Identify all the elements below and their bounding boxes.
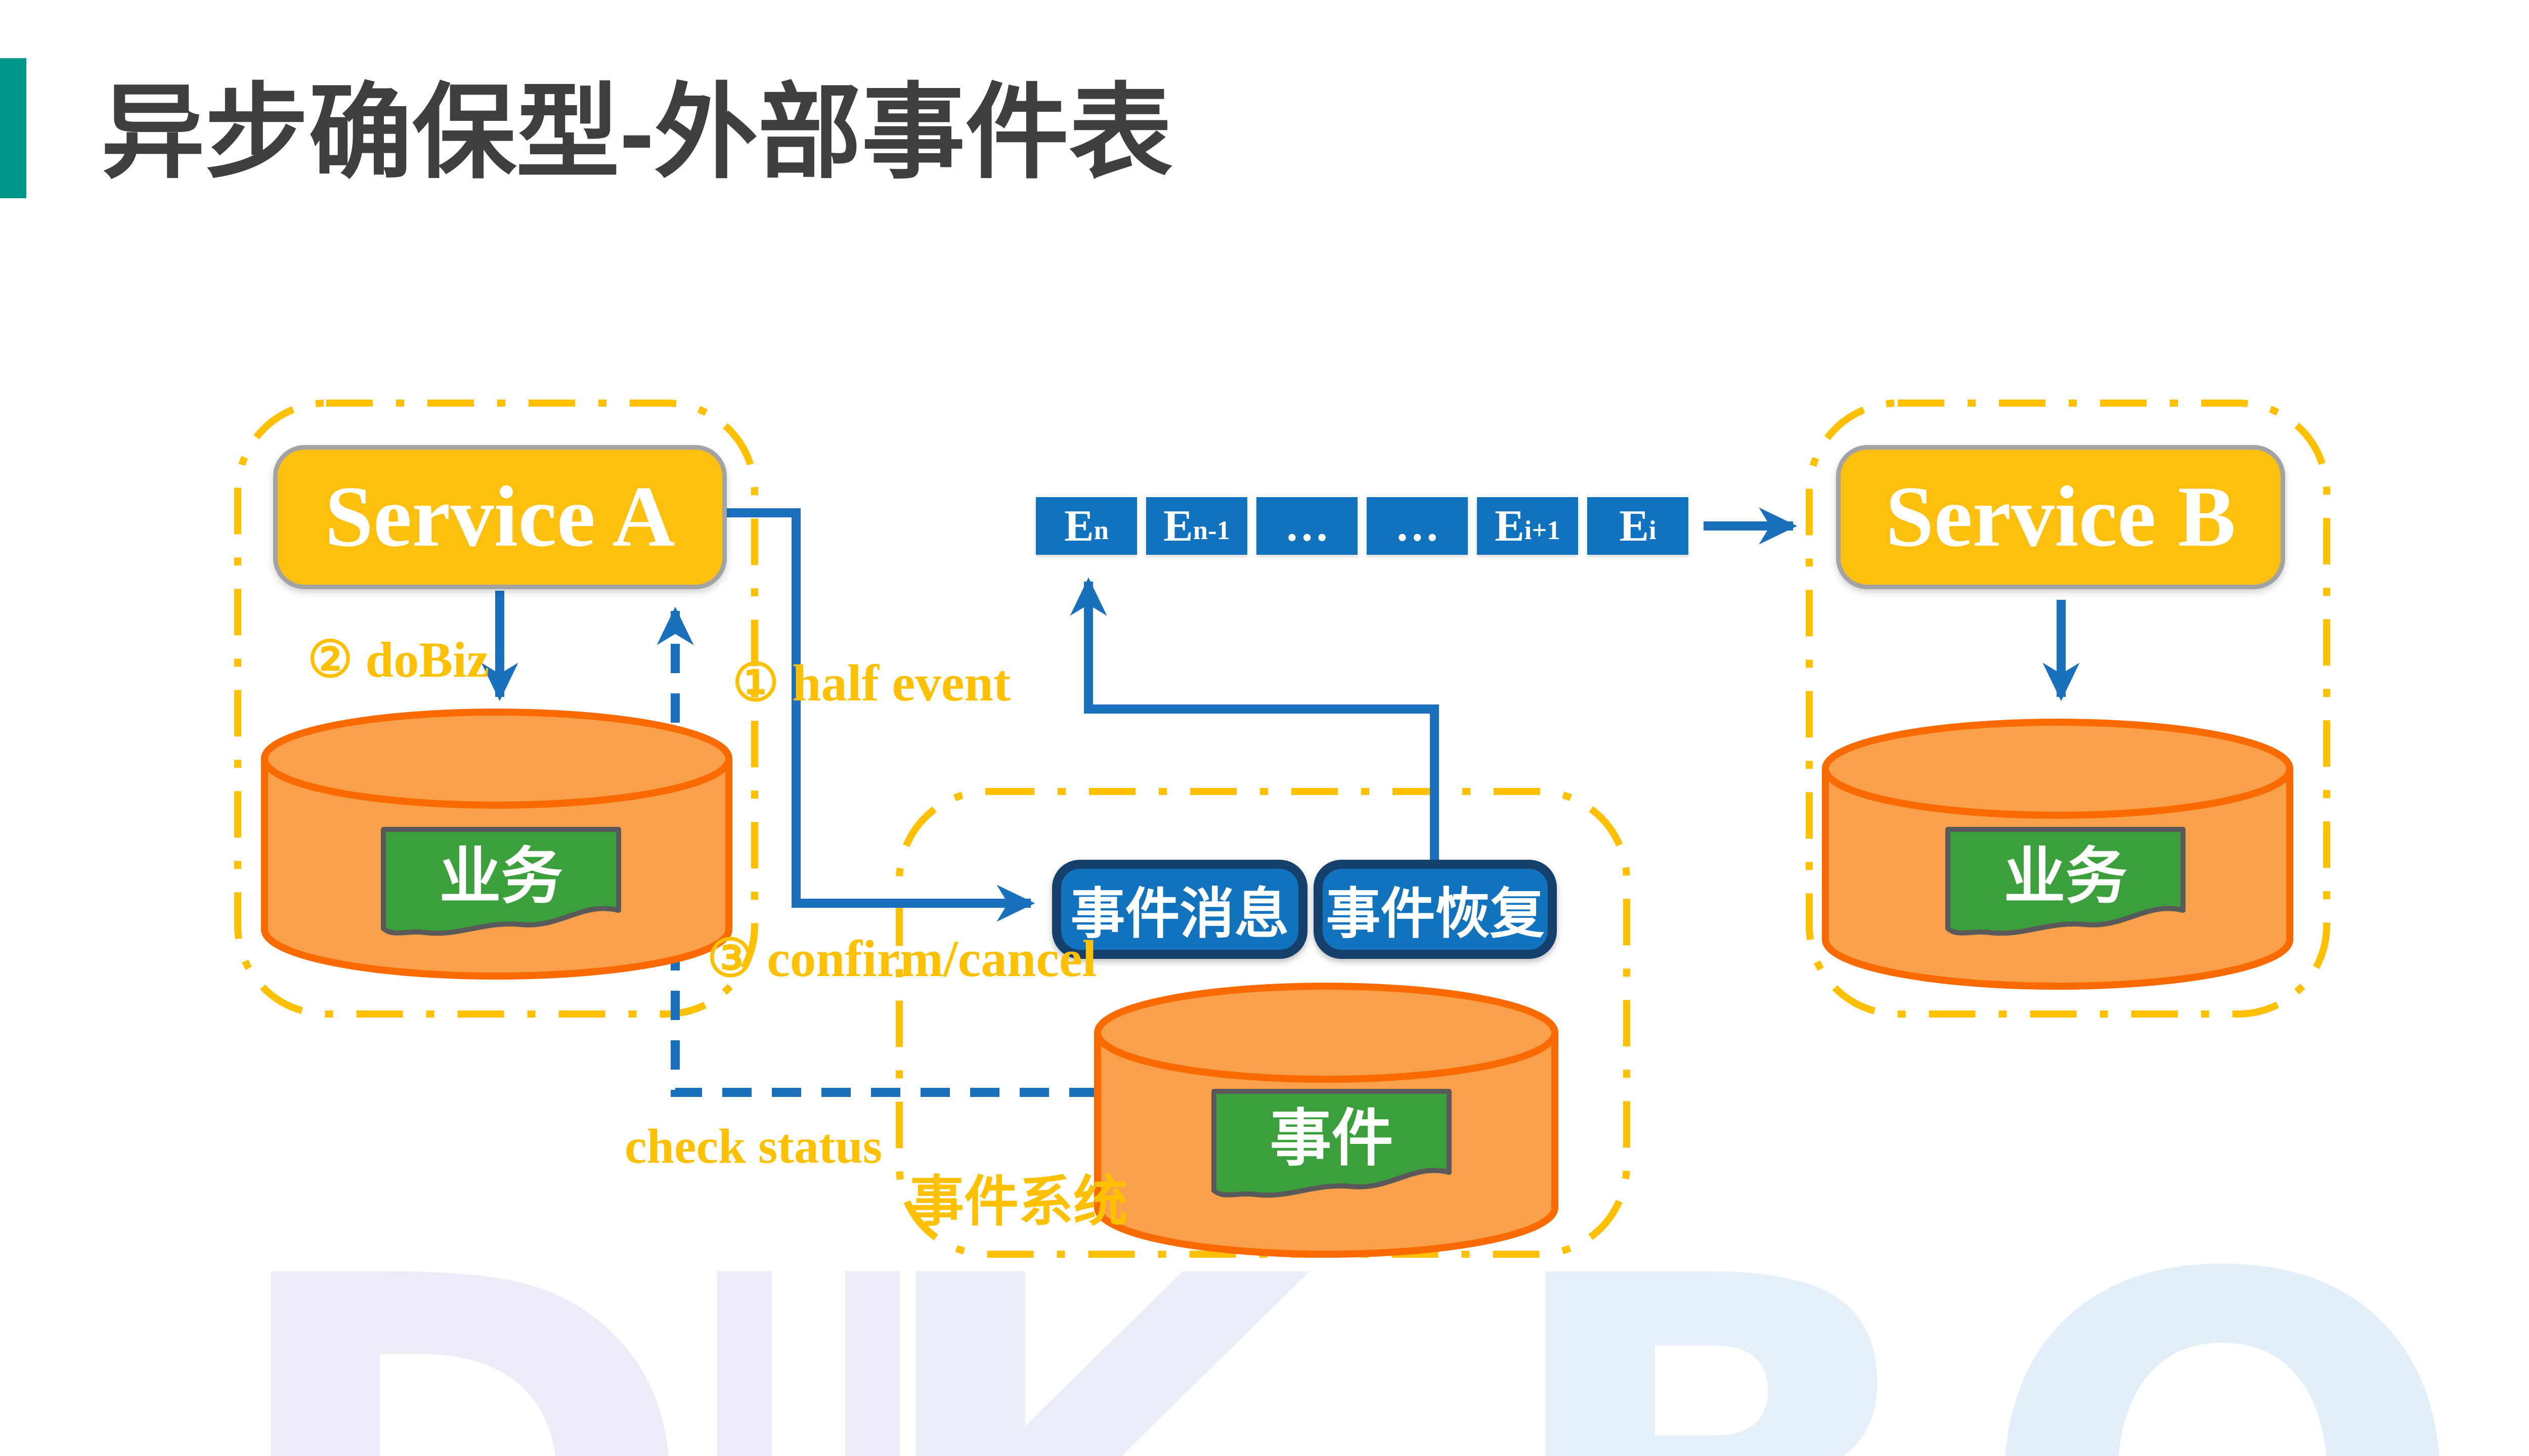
event-tag-label: 事件: [1270, 1104, 1393, 1173]
half-event-label: ① half event: [732, 654, 1011, 712]
queue-cell: …: [1256, 497, 1358, 555]
service-b-dashed-container: [1806, 400, 2330, 1018]
tag-business-b: [1945, 827, 2186, 936]
service-a-label: Service A: [325, 469, 675, 565]
tag-business-a: [381, 827, 621, 936]
check-status-label: check status: [625, 1119, 883, 1174]
half-event-arrow: [727, 508, 1035, 922]
queue-cell-base: E: [1064, 501, 1094, 551]
queue-cell-sub: i+1: [1524, 516, 1560, 545]
queue-cell-base: E: [1163, 501, 1193, 551]
queue-cell-sub: n-1: [1193, 516, 1231, 545]
business-b-tag-label: 业务: [2003, 842, 2127, 911]
watermark-letter: B: [1492, 1204, 1936, 1456]
queue-cell-sub: i: [1649, 516, 1656, 545]
tag-event: [1211, 1089, 1452, 1198]
event-message-label: 事件消息: [1070, 883, 1289, 944]
event-recovery-to-queue-arrow: [1070, 577, 1439, 862]
business-a-tag-label: 业务: [439, 842, 563, 911]
service-a-dashed-container: [234, 400, 758, 1018]
queue-cell-base: E: [1495, 501, 1524, 551]
service-b-label: Service B: [1885, 469, 2236, 565]
queue-cell-base: E: [1619, 501, 1649, 551]
queue-cell-sub: n: [1094, 516, 1109, 545]
watermark-letter: O: [1975, 1204, 2470, 1456]
queue-cell-base: …: [1285, 501, 1329, 551]
queue-cell: …: [1367, 497, 1468, 555]
service-b-box: Service B: [1836, 445, 2285, 589]
title-accent-bar: [0, 58, 26, 198]
watermark-letter: D: [217, 1204, 701, 1456]
queue-cell-base: …: [1395, 501, 1440, 551]
confirm-cancel-label: ③ confirm/cancel: [707, 930, 1097, 988]
event-recovery-box: 事件恢复: [1314, 860, 1557, 959]
page-title: 异步确保型-外部事件表: [101, 75, 1173, 191]
dobiz-label: ② doBiz: [308, 632, 490, 688]
event-message-box: 事件消息: [1052, 860, 1307, 959]
event-recovery-label: 事件恢复: [1326, 883, 1545, 944]
event-system-label: 事件系统: [909, 1171, 1128, 1232]
watermark-letter: U: [690, 1204, 927, 1456]
service-a-box: Service A: [273, 445, 727, 589]
